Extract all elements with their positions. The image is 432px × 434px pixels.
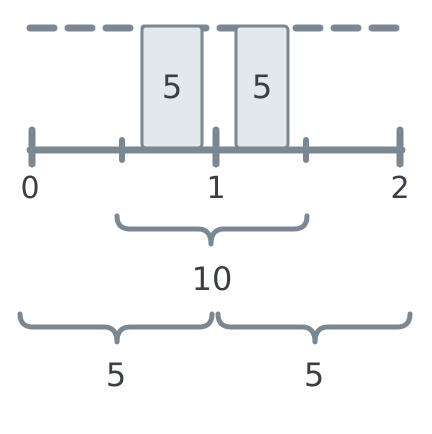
box-right-label: 5	[252, 68, 272, 106]
brace-right-label: 5	[304, 356, 324, 394]
tick-label-2: 2	[390, 171, 409, 206]
brace-middle-label: 10	[192, 260, 233, 298]
tick-label-0: 0	[20, 171, 39, 206]
brace-left-label: 5	[106, 356, 126, 394]
brace-right	[215, 311, 413, 345]
brace-left	[17, 311, 215, 345]
brace-middle	[114, 213, 310, 247]
box-left-label: 5	[162, 68, 182, 106]
box-left: 5	[140, 24, 204, 150]
tick-label-1: 1	[206, 171, 225, 206]
box-right: 5	[234, 24, 290, 150]
